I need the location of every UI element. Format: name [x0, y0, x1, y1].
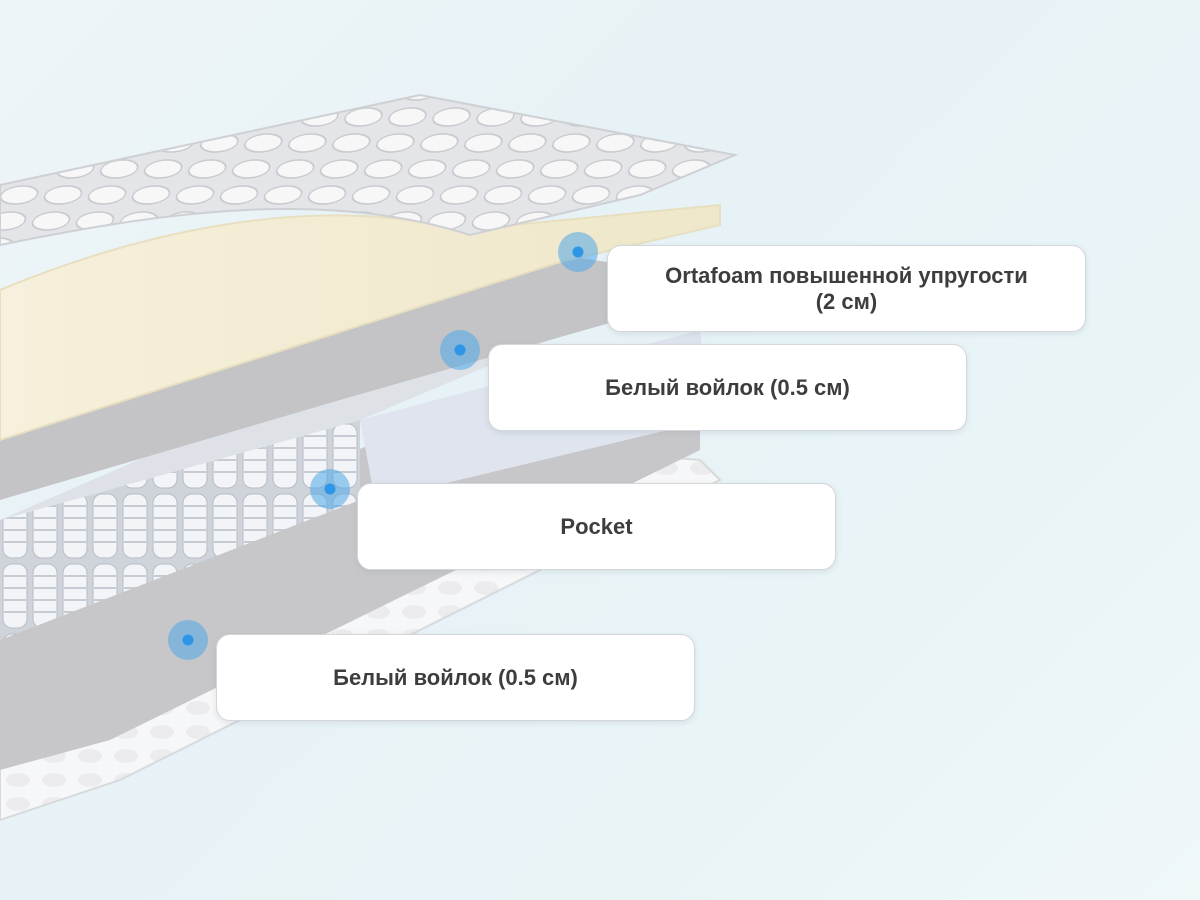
callout-pocket: Pocket — [357, 483, 836, 570]
layer-marker-white-felt-top[interactable] — [440, 330, 480, 370]
callout-white-felt-bottom: Белый войлок (0.5 см) — [216, 634, 695, 721]
layer-marker-pocket[interactable] — [310, 469, 350, 509]
callout-label-white-felt-top: Белый войлок (0.5 см) — [605, 374, 850, 400]
layer-marker-white-felt-bottom[interactable] — [168, 620, 208, 660]
pocket-spring-block — [0, 420, 360, 640]
layer-marker-ortafoam[interactable] — [558, 232, 598, 272]
quilted-cover — [0, 93, 739, 247]
callout-label-white-felt-bottom: Белый войлок (0.5 см) — [333, 664, 578, 690]
callout-label-ortafoam: Ortafoam повышенной упругости (2 см) — [665, 262, 1028, 314]
callout-ortafoam: Ortafoam повышенной упругости (2 см) — [607, 245, 1086, 332]
callout-white-felt-top: Белый войлок (0.5 см) — [488, 344, 967, 431]
callout-label-pocket: Pocket — [560, 513, 633, 539]
upper-felt-layer — [0, 255, 660, 500]
